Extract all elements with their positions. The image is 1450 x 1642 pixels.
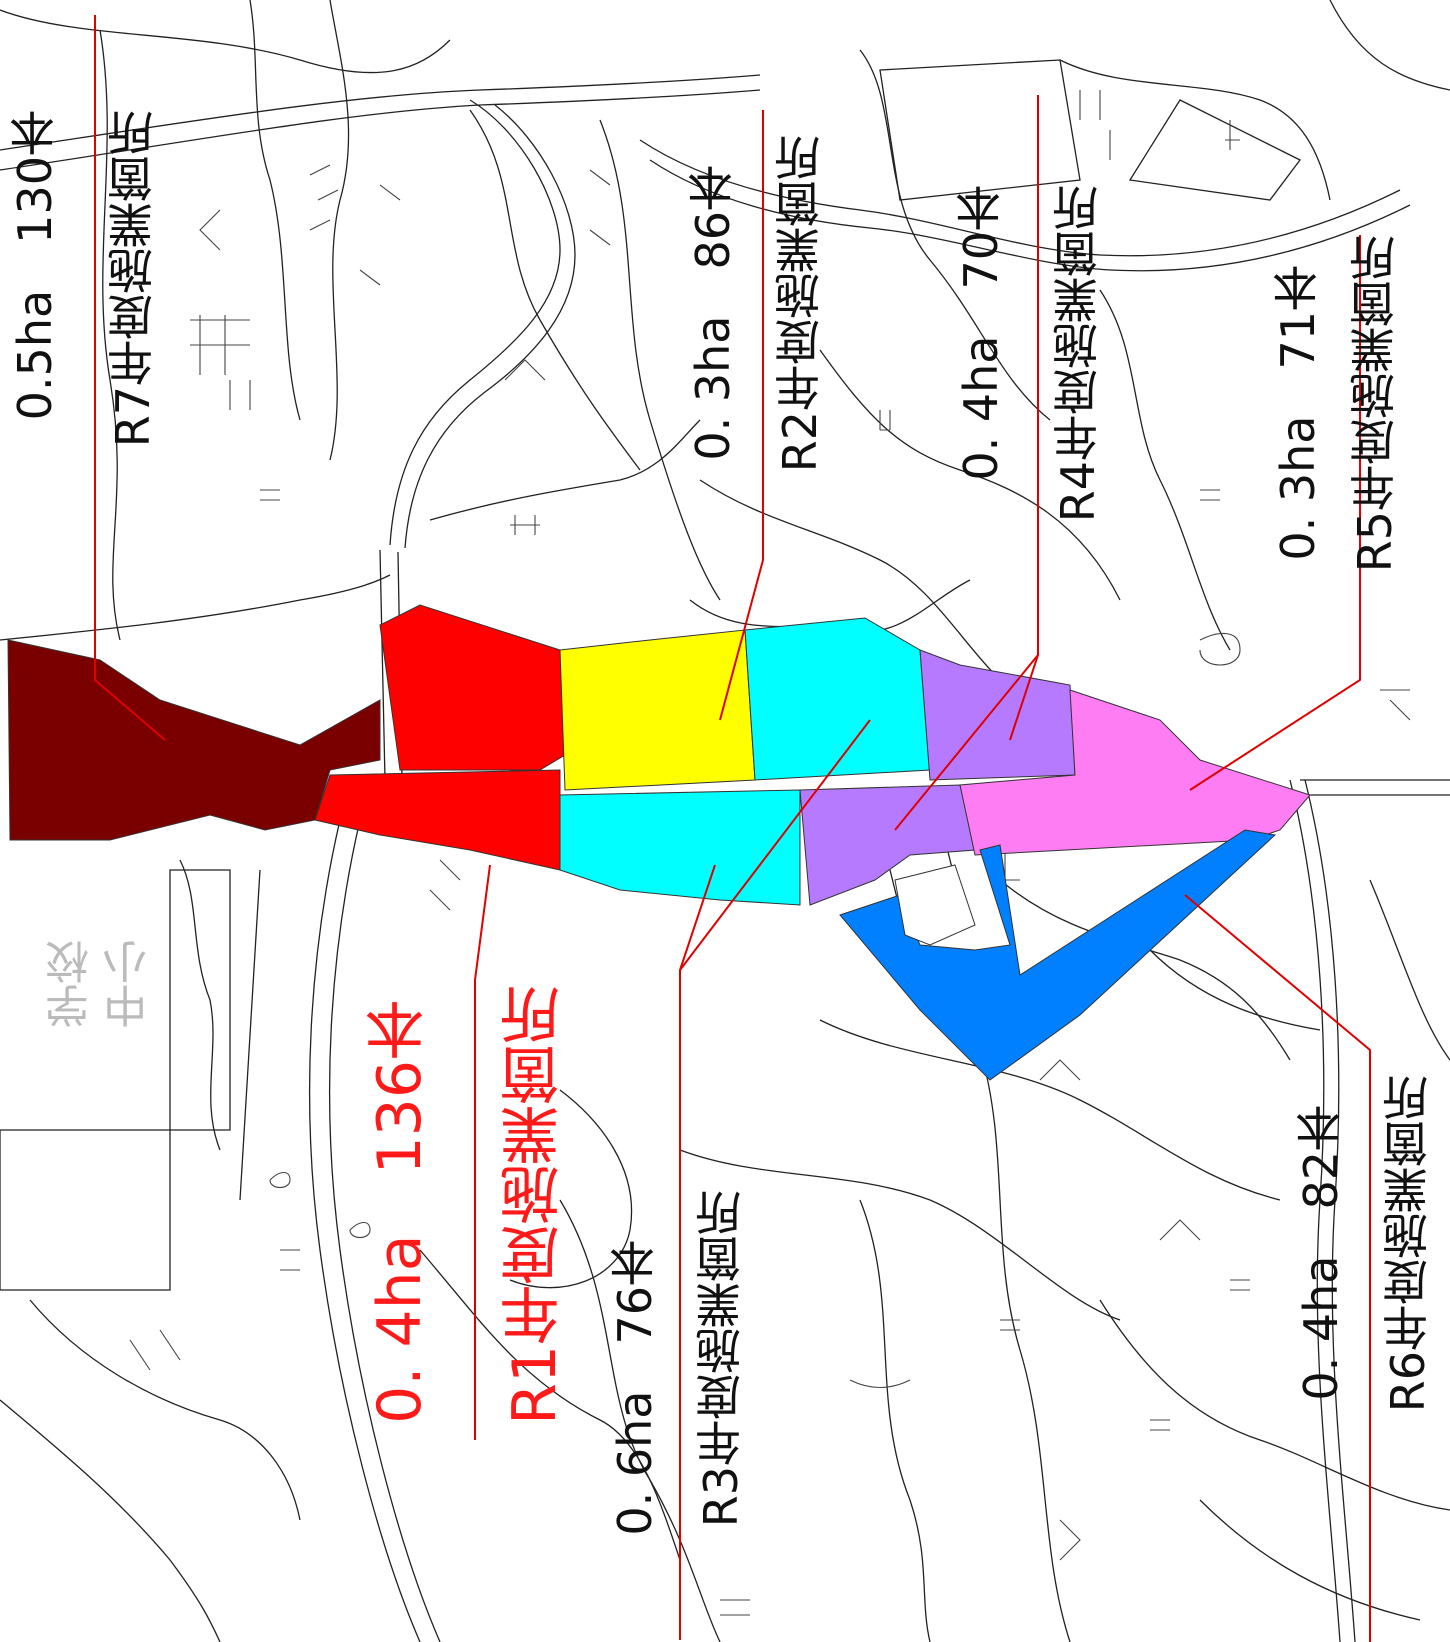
- work-areas: [7, 604, 1311, 1081]
- area-r4-north: [919, 649, 1076, 781]
- leader-lines: [94, 15, 1371, 1642]
- r6-hole: [894, 864, 976, 946]
- label-r7-detail: 0.5ha 130本: [8, 110, 62, 421]
- label-r3-detail: 0. 6ha 76本: [608, 1240, 662, 1536]
- label-r3-title: R3年度施業箇所: [694, 1190, 748, 1528]
- label-r4-title: R4年度施業箇所: [1051, 185, 1105, 523]
- school-label: 中小: [104, 940, 155, 1028]
- leader-r5: [1189, 235, 1361, 791]
- leader-r6: [1184, 894, 1371, 1642]
- leader-r7: [94, 15, 166, 741]
- leader-r2: [719, 110, 764, 721]
- label-r4-detail: 0. 4ha 70本: [954, 185, 1008, 481]
- school-label-2: 学校: [46, 940, 97, 1028]
- area-r1-north: [379, 604, 566, 771]
- area-r7: [7, 639, 381, 841]
- area-r2: [559, 629, 756, 791]
- leader-r4b: [894, 654, 1039, 831]
- label-r5-detail: 0. 3ha 71本: [1271, 265, 1325, 561]
- label-r6-detail: 0. 4ha 82本: [1294, 1105, 1348, 1401]
- school-label-line1: 中小: [104, 940, 155, 1028]
- leader-r1: [474, 864, 491, 1440]
- label-r6-title: R6年度施業箇所: [1381, 1075, 1435, 1413]
- area-r3-north: [744, 617, 931, 781]
- area-r3-south: [559, 789, 801, 906]
- label-r2-title: R2年度施業箇所: [773, 135, 827, 473]
- school-label-line2: 学校: [46, 940, 97, 1028]
- label-r1-title: R1年度施業箇所: [500, 985, 570, 1425]
- label-r7-title: R7年度施業箇所: [106, 110, 160, 448]
- leader-r4: [1009, 95, 1039, 741]
- label-r1-detail: 0. 4ha 136本: [365, 1000, 435, 1424]
- area-r1-south: [314, 769, 561, 871]
- area-r6: [839, 829, 1277, 1081]
- leader-r3b: [679, 719, 871, 971]
- label-r5-title: R5年度施業箇所: [1348, 235, 1402, 573]
- label-r2-detail: 0. 3ha 86本: [686, 165, 740, 461]
